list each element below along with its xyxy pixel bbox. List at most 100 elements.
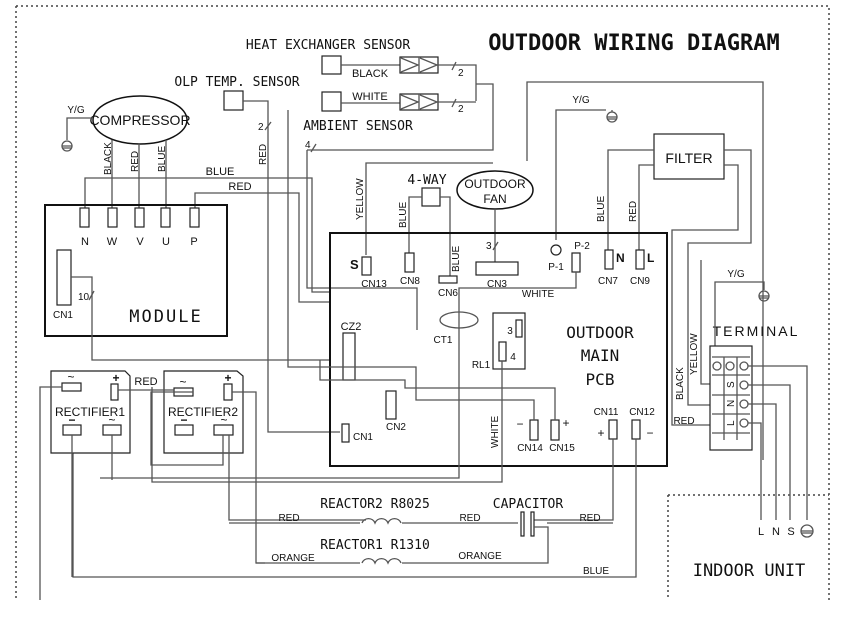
- ground-icon: [61, 140, 73, 152]
- module-cn1-wire: [71, 276, 330, 361]
- fan-label-2: FAN: [483, 192, 506, 206]
- filter-label: FILTER: [665, 150, 712, 166]
- four-way-blue-label-2: BLUE: [451, 246, 462, 272]
- cn3-connector: [475, 261, 519, 276]
- p2-white-label: WHITE: [522, 289, 555, 300]
- indoor-unit-label: INDOOR UNIT: [693, 561, 806, 581]
- capacitor: [402, 511, 549, 564]
- rectifier1-ac-1: ~: [67, 370, 74, 384]
- sensor-connector-black: [399, 56, 439, 74]
- compressor-label: COMPRESSOR: [89, 112, 190, 128]
- four-way-blue-label-1: BLUE: [398, 202, 409, 228]
- rl1-pin-4: 4: [510, 352, 516, 363]
- module-pins: [79, 207, 200, 228]
- terminal-red-label: RED: [673, 416, 694, 427]
- reactor2-coil: [361, 517, 402, 525]
- ct1-label: CT1: [434, 335, 453, 346]
- cn15-plus: +: [562, 416, 569, 430]
- cn14-connector: [529, 419, 539, 441]
- rl1-pin-3: 3: [507, 326, 513, 337]
- heat-exchanger-sensor: [321, 55, 342, 75]
- four-way-label: 4-WAY: [407, 173, 446, 188]
- cn11-connector: [608, 419, 618, 440]
- cn6-connector: [438, 275, 458, 284]
- p1-connector: [550, 244, 562, 256]
- module-cn1-count: 10: [78, 292, 90, 303]
- cn9-connector: [635, 249, 645, 270]
- module-pin-u: U: [162, 236, 170, 248]
- rectifier2-plus: +: [224, 371, 231, 385]
- black-wire-label: BLACK: [352, 68, 389, 80]
- ground-icon: [758, 290, 770, 302]
- compressor-ground-wire: [66, 117, 93, 140]
- heat-exchanger-sensor-label: HEAT EXCHANGER SENSOR: [246, 38, 411, 53]
- compressor-phase-wires: [111, 140, 167, 208]
- blue-return-label: BLUE: [583, 566, 609, 577]
- cn11-cn12-wires: [72, 412, 637, 578]
- p2-label: P-2: [574, 241, 590, 252]
- filter-red-label: RED: [628, 201, 639, 222]
- rl1-white-label: WHITE: [490, 415, 501, 448]
- p1-ground-wire: [555, 109, 606, 240]
- rectifier2-ac-1: ~: [179, 375, 186, 389]
- olp-temp-sensor-label: OLP TEMP. SENSOR: [174, 75, 299, 90]
- terminal-mark-l: L: [726, 420, 737, 426]
- terminal-ground-wire: [714, 281, 765, 366]
- rectifier2-ac-2: ~: [220, 413, 227, 427]
- capacitor-red-label: RED: [579, 513, 600, 524]
- cn12-minus: −: [646, 426, 653, 440]
- cn8-connector: [404, 252, 415, 273]
- reactor1-orange-right: ORANGE: [458, 551, 502, 562]
- cn15-connector: [550, 419, 560, 441]
- cn11-plus: +: [597, 426, 604, 440]
- cn7-n-mark: N: [616, 251, 625, 265]
- white-wire-label: WHITE: [352, 91, 387, 103]
- terminal-mark-s: S: [726, 381, 737, 388]
- heat-count: 2: [458, 68, 464, 79]
- module-cn1-connector: [56, 249, 72, 306]
- cn14-minus: −: [516, 417, 523, 431]
- filter-red-wire: [671, 164, 739, 426]
- ambient-count: 4: [305, 140, 311, 151]
- reactor1-coil: [361, 557, 402, 565]
- module-pin-n: N: [81, 236, 89, 248]
- rl1-label: RL1: [472, 360, 491, 371]
- rectifier2-minus: −: [180, 413, 187, 427]
- cn1-label: CN1: [353, 432, 373, 443]
- rectifier1-plus: +: [112, 371, 119, 385]
- terminal-yellow-label: YELLOW: [689, 333, 700, 375]
- cn14-label: CN14: [517, 443, 543, 454]
- pcb-yg-label: Y/G: [572, 95, 589, 106]
- outdoor-main-pcb: [329, 232, 668, 467]
- cn8-label: CN8: [400, 276, 420, 287]
- module-cn1-label: CN1: [53, 310, 73, 321]
- olp-red-label: RED: [258, 144, 269, 165]
- filter-blue-label: BLUE: [596, 196, 607, 222]
- outer-frame: [16, 5, 830, 600]
- cn3-label: CN3: [487, 279, 507, 290]
- ambient-sensor-label: AMBIENT SENSOR: [303, 119, 413, 134]
- cz2-label: CZ2: [341, 321, 362, 333]
- module-blue-wire: [84, 177, 330, 293]
- module-blue-label: BLUE: [206, 166, 235, 178]
- p2-connector: [571, 252, 581, 273]
- four-way-valve: [421, 187, 441, 207]
- ct1-sensor: [439, 311, 479, 329]
- filter: [653, 133, 725, 180]
- module-pin-v: V: [136, 236, 144, 248]
- outer-loop-wire: [526, 81, 764, 460]
- compressor-wire-black: BLACK: [103, 142, 114, 175]
- olp-sensor-wire: [243, 100, 340, 433]
- olp-temp-sensor: [223, 90, 244, 111]
- sensor-harness-wire: [307, 64, 494, 151]
- module-red-wire: [194, 192, 330, 303]
- ambient-harness-wire: [306, 150, 418, 330]
- reactor1-label: REACTOR1 R1310: [320, 538, 430, 553]
- indoor-pin-l: L: [758, 526, 764, 538]
- indoor-connection-wires: [748, 365, 808, 520]
- pcb-s-mark: S: [350, 257, 359, 272]
- ground-icon: [800, 524, 814, 538]
- rectifier1-ac-2: ~: [108, 413, 115, 427]
- cn12-label: CN12: [629, 407, 655, 418]
- pcb-label-1: OUTDOOR: [566, 323, 634, 342]
